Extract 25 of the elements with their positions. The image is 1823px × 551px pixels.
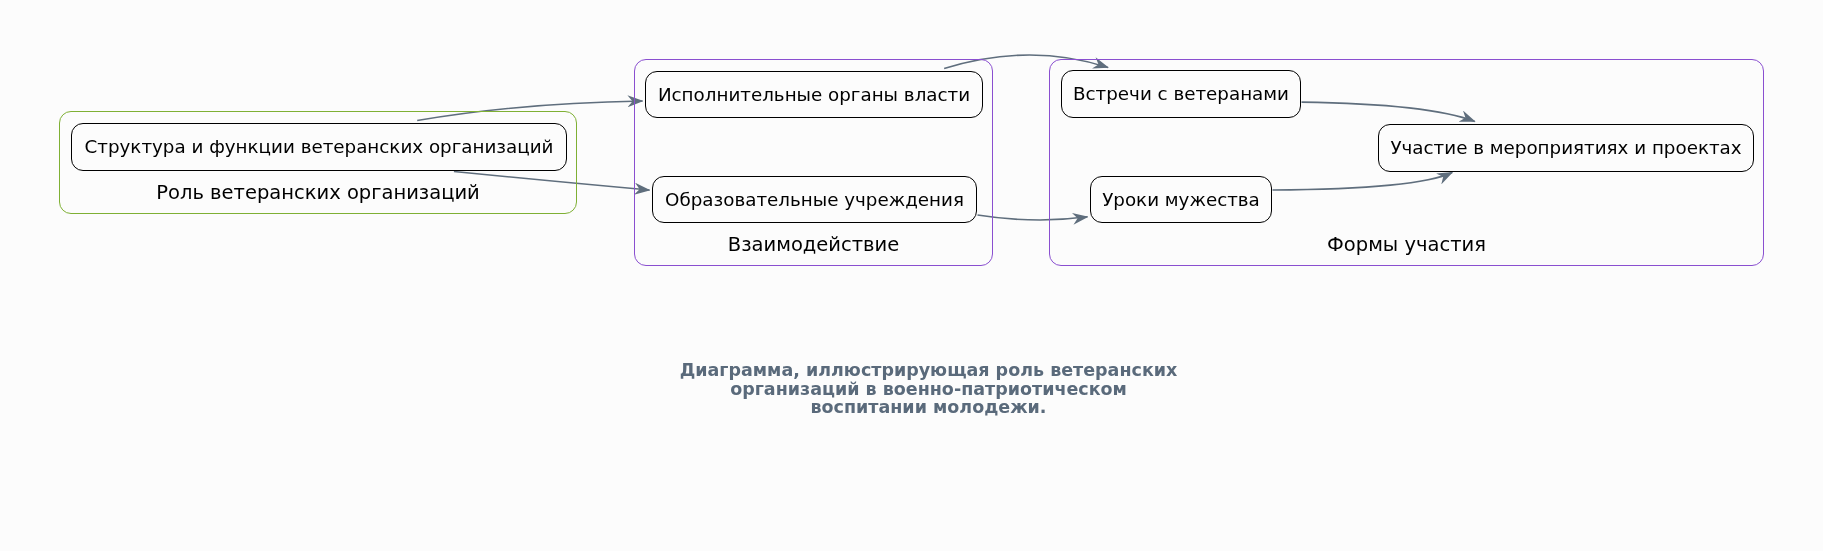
process-box [652,176,977,223]
group-frame [1049,59,1764,266]
process-box [1090,176,1272,223]
arrow [943,54,1109,70]
box-label: Образовательные учреждения [665,188,964,211]
group-frame [634,59,993,266]
box-label: Встречи с ветеранами [1073,83,1289,105]
arrow [416,95,644,122]
group-label: Взаимодействие [727,233,900,257]
process-box [645,71,983,118]
process-box [71,123,567,171]
box-label: Структура и функции ветеранских организаций [84,136,554,158]
arrow [453,170,651,195]
arrow [976,212,1089,225]
caption: Диаграмма, иллюстрирующая роль ветеранских организаций в военно-патриотическом воспитании молодежи. [678,361,1179,417]
process-box [1378,124,1754,172]
box-label: Исполнительные органы власти [657,83,971,106]
group-frame [59,111,577,214]
box-label: Участие в мероприятиях и проектах [1390,137,1742,159]
group-label: Роль ветеранских организаций [156,181,480,205]
arrow [1300,101,1476,123]
group-label: Формы участия [1327,233,1486,257]
arrow [1271,171,1454,191]
box-label: Уроки мужества [1102,188,1260,211]
process-box [1061,70,1301,118]
